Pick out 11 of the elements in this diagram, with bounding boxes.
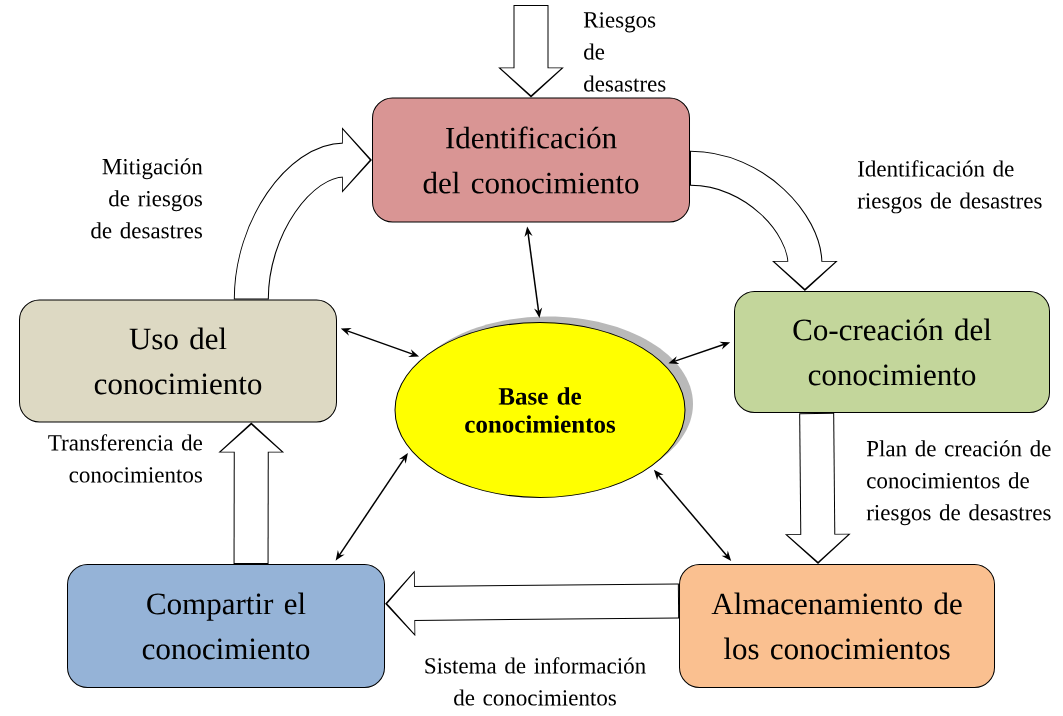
process-box: Almacenamiento de los conocimientos (679, 564, 995, 688)
process-box: Compartir el conocimiento (67, 564, 385, 688)
process-box: Uso del conocimiento (19, 299, 337, 423)
edge-label: Identificación de riesgos de desastres (857, 160, 1042, 214)
edge-label: Plan de creación de conocimientos de riesgos de desastres (866, 440, 1051, 526)
edge-label: Sistema de información de conocimientos (425, 657, 646, 706)
edge-label: Transferencia de conocimientos (48, 434, 202, 483)
edge-label: Mitigación de riesgos de desastres (91, 158, 203, 239)
process-box: Co-creación del conocimiento (734, 291, 1050, 413)
process-box: Identificación del conocimiento (372, 97, 690, 223)
edge-label: Riesgos de desastres (583, 12, 666, 92)
